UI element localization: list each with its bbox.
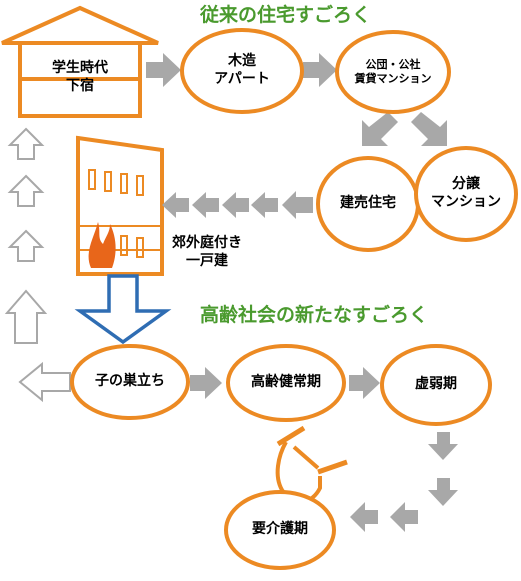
- node-wooden-ellipse: [180, 28, 304, 114]
- title-aging: 高齢社会の新たなすごろく: [200, 304, 429, 326]
- arrow-down-icon: [428, 478, 458, 506]
- aging-flow-arrows: [18, 361, 458, 532]
- node-student-line2: 下宿: [66, 77, 94, 94]
- node-suburban-line2: 一戸建: [186, 252, 228, 269]
- arrow-left-icon: [390, 502, 418, 532]
- node-wooden-line2: アパート: [214, 70, 270, 87]
- arrow-right-icon: [146, 53, 181, 87]
- wheelchair-arm: [292, 445, 320, 470]
- traditional-flow-arrows: [146, 53, 447, 219]
- arrow-left-icon: [251, 192, 278, 218]
- building-window: [136, 237, 144, 258]
- node-care-label: 要介護期: [252, 521, 308, 537]
- building-window: [120, 235, 128, 256]
- node-condo-ellipse: [414, 146, 518, 242]
- node-empty-nest-ellipse: [70, 344, 190, 420]
- node-condo-line1: 分譲: [452, 176, 480, 192]
- arrow-down-icon: [428, 432, 458, 460]
- arrow-right-icon: [303, 53, 337, 87]
- node-ready-built-label: 建売住宅: [340, 195, 396, 211]
- building-outline: [76, 135, 164, 276]
- wheelchair-back: [276, 425, 306, 447]
- node-empty-nest-label: 子の巣立ち: [95, 373, 165, 389]
- arrow-left-icon: [282, 191, 313, 219]
- node-student-label: 学生時代 下宿: [20, 60, 140, 95]
- wheelchair-footrest: [317, 459, 348, 475]
- node-care-ellipse: [224, 490, 336, 570]
- arrow-left-icon: [222, 192, 249, 218]
- arrow-down-left-icon: [362, 112, 398, 146]
- house-icon: [1, 5, 159, 118]
- arrow-up-icon: [4, 289, 48, 344]
- wheelchair-icon: [275, 425, 348, 504]
- arrow-left-icon: [162, 192, 189, 218]
- node-public-ellipse: [335, 30, 451, 114]
- node-student-line1: 学生時代: [52, 60, 108, 76]
- node-frail-label: 虚弱期: [415, 376, 457, 392]
- node-suburban-line1: 郊外庭付き: [172, 235, 242, 251]
- building-window: [104, 171, 112, 192]
- node-frail-ellipse: [380, 344, 492, 426]
- return-up-arrows: [4, 127, 48, 344]
- node-wooden-line1: 木造: [228, 53, 256, 69]
- node-condo-label: 分譲 マンション: [416, 176, 516, 211]
- transition-down-arrow-icon: [74, 274, 172, 345]
- arrow-up-icon: [7, 229, 45, 262]
- arrow-up-icon: [7, 174, 45, 207]
- node-public-label: 公団・公社 賃貸マンション: [337, 58, 449, 86]
- node-condo-line2: マンション: [431, 193, 501, 210]
- arrow-right-icon: [349, 367, 380, 399]
- node-public-line1: 公団・公社: [365, 58, 421, 71]
- house-roof: [1, 5, 159, 45]
- node-suburban-label: 郊外庭付き 一戸建: [162, 235, 252, 270]
- arrow-up-icon: [7, 127, 45, 160]
- building-window: [136, 175, 144, 196]
- building-window: [88, 169, 96, 190]
- burning-building-icon: [76, 135, 164, 276]
- node-ellipses: [70, 28, 518, 570]
- title-traditional: 従来の住宅すごろく: [200, 4, 372, 26]
- arrow-down-right-icon: [411, 112, 447, 146]
- node-elderly-ellipse: [226, 344, 346, 422]
- node-elderly-label: 高齢健常期: [251, 374, 321, 390]
- arrow-left-icon: [192, 192, 219, 218]
- arrow-left-icon: [350, 502, 378, 532]
- node-public-line2: 賃貸マンション: [354, 71, 432, 85]
- node-wooden-label: 木造 アパート: [182, 53, 302, 88]
- building-window: [120, 173, 128, 194]
- arrow-right-icon: [190, 367, 222, 399]
- arrow-left-outline-icon: [18, 361, 71, 403]
- fire-icon: [88, 222, 116, 268]
